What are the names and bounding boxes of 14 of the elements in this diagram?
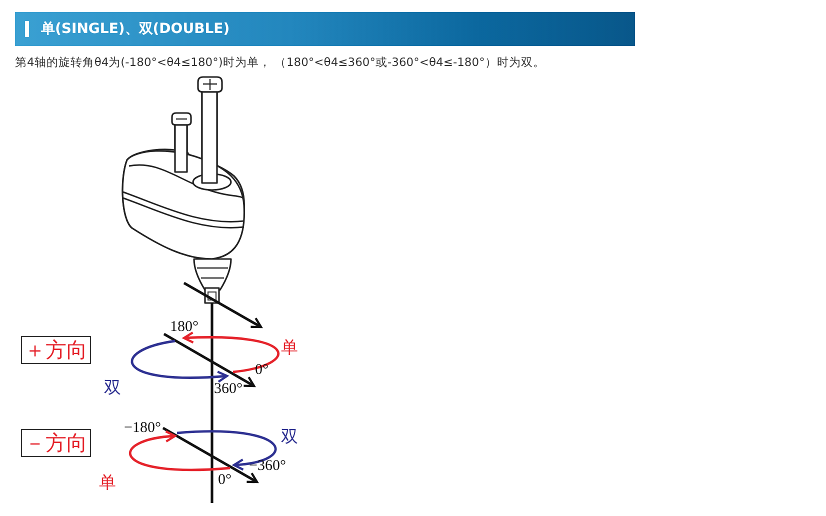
section-title: 单(SINGLE)、双(DOUBLE) [41, 20, 230, 38]
angle-label: 0° [255, 363, 268, 378]
angle-label: 360° [214, 382, 242, 397]
direction-label-box: ＋方向 [21, 336, 91, 364]
direction-label-box: －方向 [21, 429, 91, 457]
rotation-mode-label: 双 [281, 428, 298, 445]
rotation-mode-label: 单 [99, 474, 116, 491]
rotation-mode-label: 双 [104, 379, 121, 396]
rotation-mode-label: 单 [281, 339, 298, 356]
angle-label: −360° [249, 459, 286, 474]
angle-label: 0° [218, 473, 232, 488]
description-text: 第4轴的旋转角θ4为(-180°<θ4≤180°)时为单， （180°<θ4≤360°或-360°<θ4≤-180°）时为双。 [15, 54, 545, 70]
angle-label: 180° [170, 320, 198, 335]
angle-label: −180° [124, 421, 161, 436]
